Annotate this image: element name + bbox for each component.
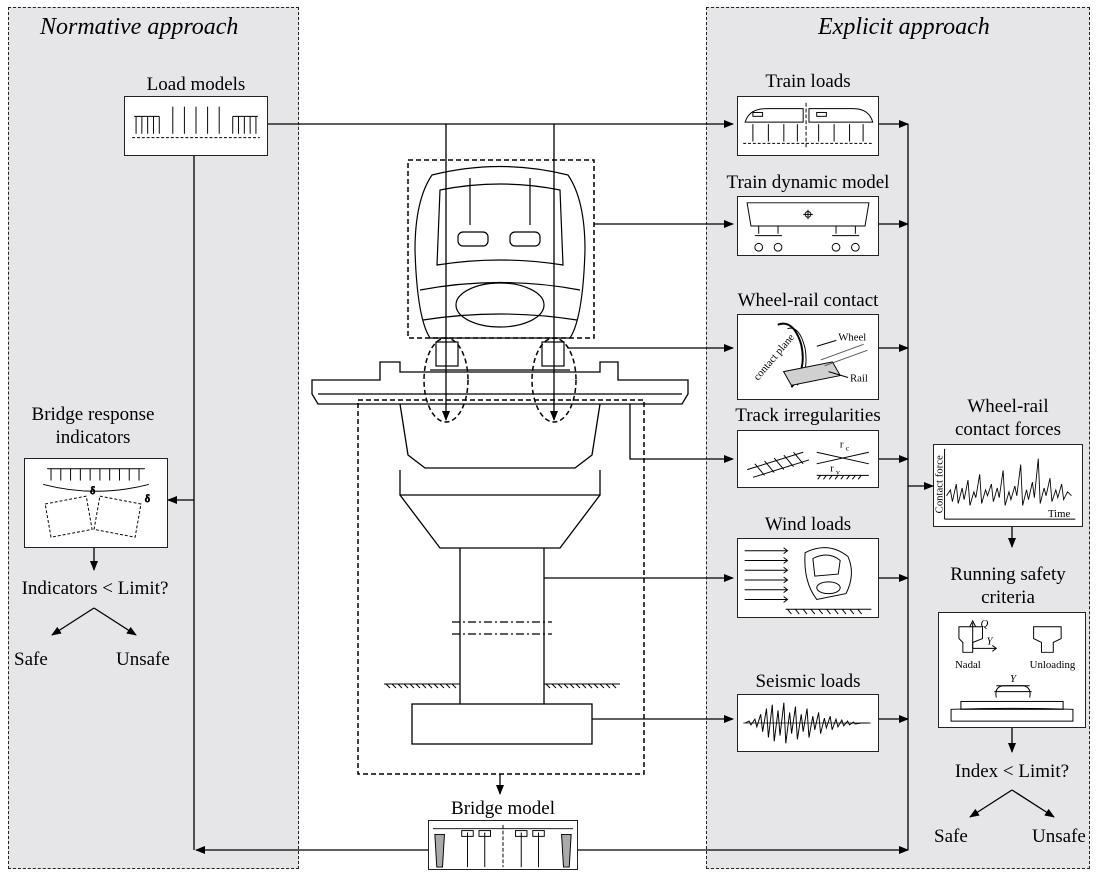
train-dynamic-model-diagram xyxy=(738,197,878,255)
contact-forces-box: Contact force Time xyxy=(933,444,1083,527)
bridge-response-box: δ δ xyxy=(24,458,168,548)
svg-text:δ: δ xyxy=(145,493,150,505)
rc-text: r xyxy=(840,439,844,450)
y-lower-text: Y xyxy=(1010,673,1017,685)
rv-text: r xyxy=(830,464,834,475)
rail-text: Rail xyxy=(850,372,868,384)
seismic-loads-box xyxy=(737,694,879,752)
bridge-response-label-line2: indicators xyxy=(18,427,168,449)
running-safety-box: Q Y Y Nadal Unloading xyxy=(938,612,1086,728)
seismic-loads-diagram xyxy=(738,695,878,751)
train-dynamic-model-box xyxy=(737,196,879,256)
y-text: Y xyxy=(986,635,993,647)
wind-loads-box xyxy=(737,538,879,618)
unloading-text: Unloading xyxy=(1030,659,1076,671)
wheel-rail-contact-label: Wheel-rail contact xyxy=(722,290,894,312)
wind-loads-diagram xyxy=(738,539,878,617)
time-axis-text: Time xyxy=(1048,508,1070,520)
seismic-loads-label: Seismic loads xyxy=(737,671,879,693)
bridge-model-label: Bridge model xyxy=(428,798,578,820)
normative-decision-label: Indicators < Limit? xyxy=(10,578,180,600)
load-models-diagram xyxy=(125,97,267,155)
bridge-deck-drawing xyxy=(312,362,688,548)
rv-sub-text: v xyxy=(836,467,840,476)
track-irregularities-diagram: r c r v xyxy=(738,431,878,487)
ground-hatching xyxy=(384,684,620,688)
train-dashed-outline xyxy=(358,160,644,774)
bridge-model-diagram xyxy=(429,821,577,869)
load-models-box xyxy=(124,96,268,156)
load-models-label: Load models xyxy=(124,74,268,96)
bridge-model-box xyxy=(428,820,578,870)
svg-text:δ: δ xyxy=(90,485,95,497)
running-safety-label-line1: Running safety xyxy=(933,564,1083,586)
contact-forces-plot: Contact force Time xyxy=(934,445,1082,526)
results-safe-label: Safe xyxy=(934,826,968,848)
running-safety-label-line2: criteria xyxy=(933,587,1083,609)
wheel-text: Wheel xyxy=(838,331,866,343)
results-decision-label: Index < Limit? xyxy=(932,761,1092,783)
normative-unsafe-label: Unsafe xyxy=(116,649,170,671)
normative-safe-label: Safe xyxy=(14,649,48,671)
train-loads-box xyxy=(737,96,879,156)
wheel-rail-contact-diagram: Wheel Rail contact plane xyxy=(738,315,878,399)
nadal-text: Nadal xyxy=(955,659,981,671)
results-unsafe-label: Unsafe xyxy=(1032,826,1086,848)
bridge-response-diagram: δ δ xyxy=(25,459,167,547)
contact-force-axis-text: Contact force xyxy=(934,455,946,513)
contact-forces-label-line2: contact forces xyxy=(933,419,1083,441)
train-loads-label: Train loads xyxy=(737,71,879,93)
q-text: Q xyxy=(981,618,989,630)
bogie-drawing xyxy=(430,342,570,370)
train-dynamic-model-label: Train dynamic model xyxy=(722,172,894,194)
track-irregularities-label: Track irregularities xyxy=(722,405,894,427)
track-irregularities-box: r c r v xyxy=(737,430,879,488)
wheel-rail-contact-box: Wheel Rail contact plane xyxy=(737,314,879,400)
contact-forces-label-line1: Wheel-rail xyxy=(933,396,1083,418)
train-cab-drawing xyxy=(415,167,585,339)
running-safety-diagram: Q Y Y Nadal Unloading xyxy=(939,613,1085,727)
train-loads-diagram xyxy=(738,97,878,155)
bridge-response-label-line1: Bridge response xyxy=(18,404,168,426)
wind-loads-label: Wind loads xyxy=(737,514,879,536)
rc-sub-text: c xyxy=(846,443,850,452)
connector-arrows xyxy=(52,124,1054,850)
